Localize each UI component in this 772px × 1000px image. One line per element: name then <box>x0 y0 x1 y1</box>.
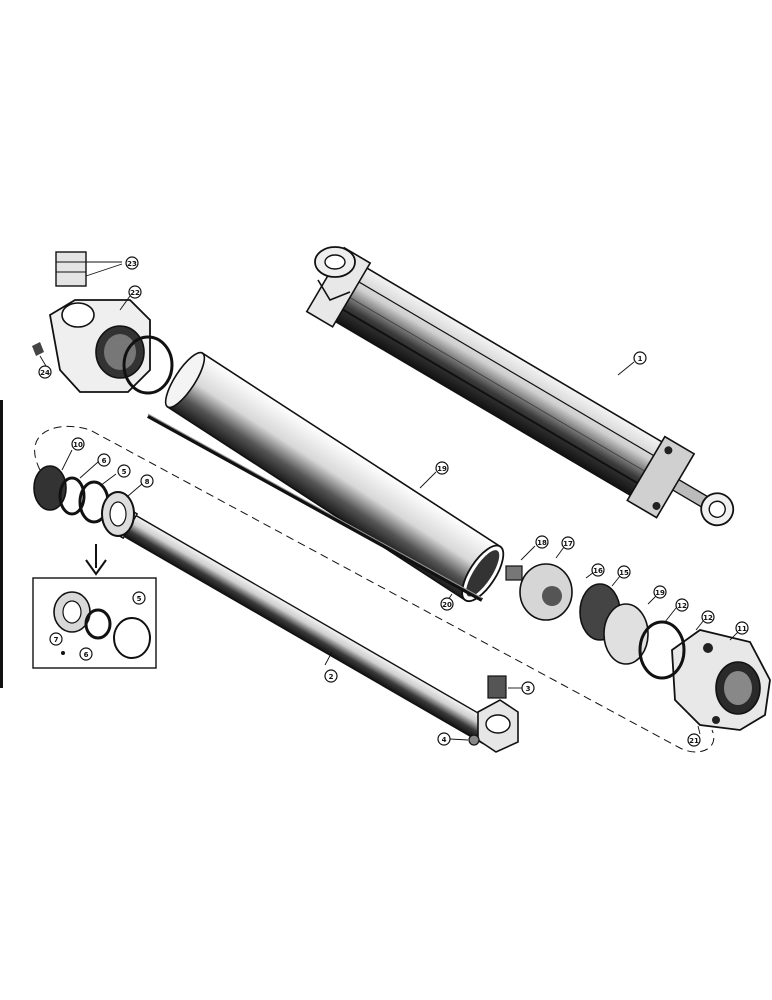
svg-text:15: 15 <box>619 569 629 577</box>
callout-23: 23 <box>125 256 139 270</box>
rear-end-cap <box>32 251 174 395</box>
callout-2: 2 <box>324 669 338 683</box>
svg-text:1: 1 <box>638 355 643 363</box>
callout-17: 17 <box>561 536 575 550</box>
callout-11: 11 <box>735 621 749 635</box>
callout-7: 7 <box>49 632 63 646</box>
rod-seal-group <box>33 465 135 537</box>
svg-text:6: 6 <box>84 651 89 659</box>
callout-9 <box>61 651 65 655</box>
callout-12-a: 12 <box>675 598 689 612</box>
callout-22: 22 <box>128 285 142 299</box>
callout-5-inset: 5 <box>132 591 146 605</box>
callout-1: 1 <box>633 351 647 365</box>
callout-4: 4 <box>437 732 451 746</box>
callout-20: 20 <box>440 597 454 611</box>
assembled-cylinder <box>305 246 735 527</box>
assembly-path-dashed <box>34 425 715 753</box>
svg-text:3: 3 <box>526 685 531 693</box>
svg-text:16: 16 <box>593 567 603 575</box>
barrel-tube <box>164 351 505 603</box>
head-end-cap <box>671 629 771 731</box>
svg-text:24: 24 <box>40 369 50 377</box>
svg-text:6: 6 <box>102 457 107 465</box>
callout-3: 3 <box>521 681 535 695</box>
svg-text:10: 10 <box>73 441 83 449</box>
callout-16: 16 <box>591 563 605 577</box>
svg-text:5: 5 <box>122 468 127 476</box>
scan-edge-bar <box>0 400 3 688</box>
svg-text:12: 12 <box>703 614 713 622</box>
tie-rod <box>147 413 483 602</box>
callout-19-washer: 19 <box>653 585 667 599</box>
callout-12-b: 12 <box>701 610 715 624</box>
callouts: 1 2 3 4 5 5 6 <box>38 256 749 747</box>
callout-tube: 19 <box>435 461 449 475</box>
svg-text:22: 22 <box>130 289 140 297</box>
callout-10: 10 <box>71 437 85 451</box>
svg-text:4: 4 <box>442 736 447 744</box>
callout-6-inset: 6 <box>79 647 93 661</box>
svg-text:18: 18 <box>537 539 547 547</box>
svg-text:5: 5 <box>137 595 142 603</box>
callout-24: 24 <box>38 365 52 379</box>
svg-text:11: 11 <box>737 625 747 633</box>
callout-5-top: 5 <box>117 464 131 478</box>
callout-8: 8 <box>140 474 154 488</box>
callout-18-piston: 18 <box>535 535 549 549</box>
svg-text:21: 21 <box>689 737 699 745</box>
svg-text:12: 12 <box>677 602 687 610</box>
piston-assembly <box>505 563 686 680</box>
svg-text:17: 17 <box>563 540 573 548</box>
svg-text:19: 19 <box>655 589 665 597</box>
svg-text:8: 8 <box>145 478 150 486</box>
callout-21: 21 <box>687 733 701 747</box>
callout-6-top: 6 <box>97 453 111 467</box>
svg-text:20: 20 <box>442 601 452 609</box>
svg-text:7: 7 <box>54 636 59 644</box>
svg-text:2: 2 <box>329 673 334 681</box>
callout-15: 15 <box>617 565 631 579</box>
svg-text:19: 19 <box>437 465 447 473</box>
svg-text:23: 23 <box>127 260 137 268</box>
inset-detail-box <box>32 544 157 669</box>
